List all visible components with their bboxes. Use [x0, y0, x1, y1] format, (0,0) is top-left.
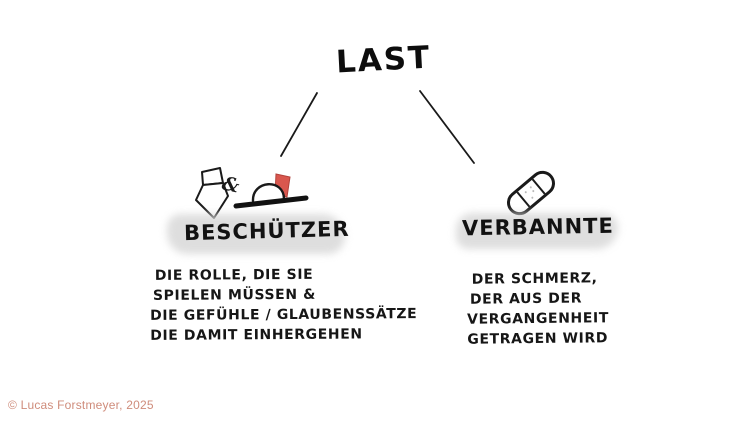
- description-line: DIE ROLLE, DIE SIE: [154, 266, 314, 284]
- helmet-icon: [233, 173, 309, 209]
- highlight-blob-verbannte: [456, 213, 618, 249]
- description-line: DIE GEFÜHLE / GLAUBENSSÄTZE: [150, 306, 418, 324]
- highlight-blob-beschuetzer: [167, 214, 345, 254]
- bandage-icon: [501, 165, 561, 221]
- helmet-dome: [251, 183, 286, 203]
- description-line: DER AUS DER: [469, 290, 583, 308]
- description-line: GETRAGEN WIRD: [467, 330, 609, 348]
- diagram-title: LAST: [335, 39, 433, 81]
- description-line: DIE DAMIT EINHERGEHEN: [150, 326, 363, 344]
- helmet-brim: [233, 195, 309, 209]
- description-line: DER SCHMERZ,: [471, 270, 598, 288]
- connector-left-line: [280, 92, 318, 157]
- description-line: VERGANGENHEIT: [467, 310, 610, 328]
- copyright-notice: © Lucas Forstmeyer, 2025: [8, 398, 154, 412]
- description-line: SPIELEN MÜSSEN &: [152, 286, 316, 304]
- description-verbannte: DER SCHMERZ, DER AUS DER VERGANGENHEIT G…: [467, 268, 610, 349]
- branch-label-beschuetzer: BESCHÜTZER: [183, 216, 350, 246]
- branch-label-verbannte: VERBANNTE: [461, 213, 615, 241]
- necktie-icon: [195, 167, 229, 219]
- description-beschuetzer: DIE ROLLE, DIE SIE SPIELEN MÜSSEN & DIE …: [150, 264, 418, 346]
- connector-right-line: [419, 90, 475, 164]
